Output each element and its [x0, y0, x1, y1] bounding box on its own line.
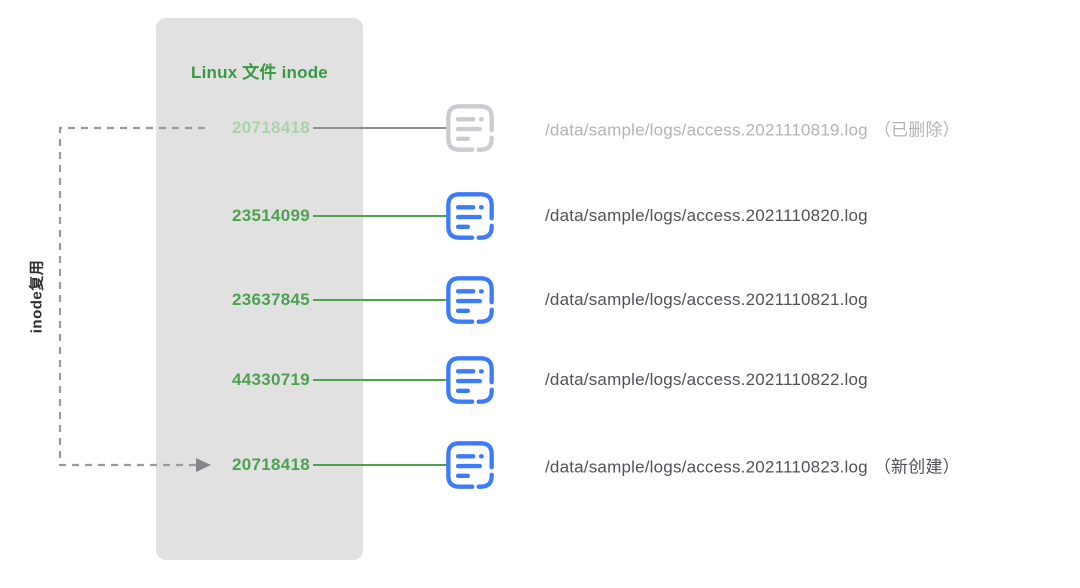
inode-row-reused: 20718418 /data/sample/logs/access.202111… — [0, 439, 1080, 491]
inode-row: 23514099 /data/sample/logs/access.202111… — [0, 190, 1080, 242]
inode-number: 23514099 — [231, 206, 310, 225]
file-path: /data/sample/logs/access.2021110823.log（… — [545, 453, 960, 478]
log-file-icon — [444, 274, 496, 326]
file-path: /data/sample/logs/access.2021110820.log — [545, 206, 874, 226]
file-path-note: （新创建） — [873, 457, 960, 477]
log-file-icon — [444, 354, 496, 406]
inode-number: 44330719 — [231, 370, 310, 389]
file-path-text: /data/sample/logs/access.2021110823.log — [545, 457, 868, 477]
link-line — [313, 379, 447, 381]
inode-number: 23637845 — [231, 290, 310, 309]
log-file-icon — [444, 190, 496, 242]
link-line — [313, 464, 447, 466]
inode-number: 20718418 — [231, 118, 310, 137]
file-path-text: /data/sample/logs/access.2021110819.log — [545, 120, 868, 140]
panel-title: Linux 文件 inode — [191, 63, 328, 82]
log-file-icon — [444, 439, 496, 491]
link-line — [313, 215, 447, 217]
link-line — [313, 299, 447, 301]
file-path: /data/sample/logs/access.2021110822.log — [545, 370, 874, 390]
file-path: /data/sample/logs/access.2021110821.log — [545, 290, 874, 310]
file-path-note: （已删除） — [873, 120, 960, 140]
inode-row-deleted: 20718418 /data/sample/logs/access.202111… — [0, 102, 1080, 154]
inode-row: 44330719 /data/sample/logs/access.202111… — [0, 354, 1080, 406]
inode-number: 20718418 — [231, 455, 310, 474]
file-path: /data/sample/logs/access.2021110819.log（… — [545, 116, 960, 141]
log-file-icon — [444, 102, 496, 154]
link-line — [313, 127, 447, 129]
file-path-text: /data/sample/logs/access.2021110820.log — [545, 206, 868, 225]
file-path-text: /data/sample/logs/access.2021110822.log — [545, 370, 868, 389]
file-path-text: /data/sample/logs/access.2021110821.log — [545, 290, 868, 309]
inode-row: 23637845 /data/sample/logs/access.202111… — [0, 274, 1080, 326]
